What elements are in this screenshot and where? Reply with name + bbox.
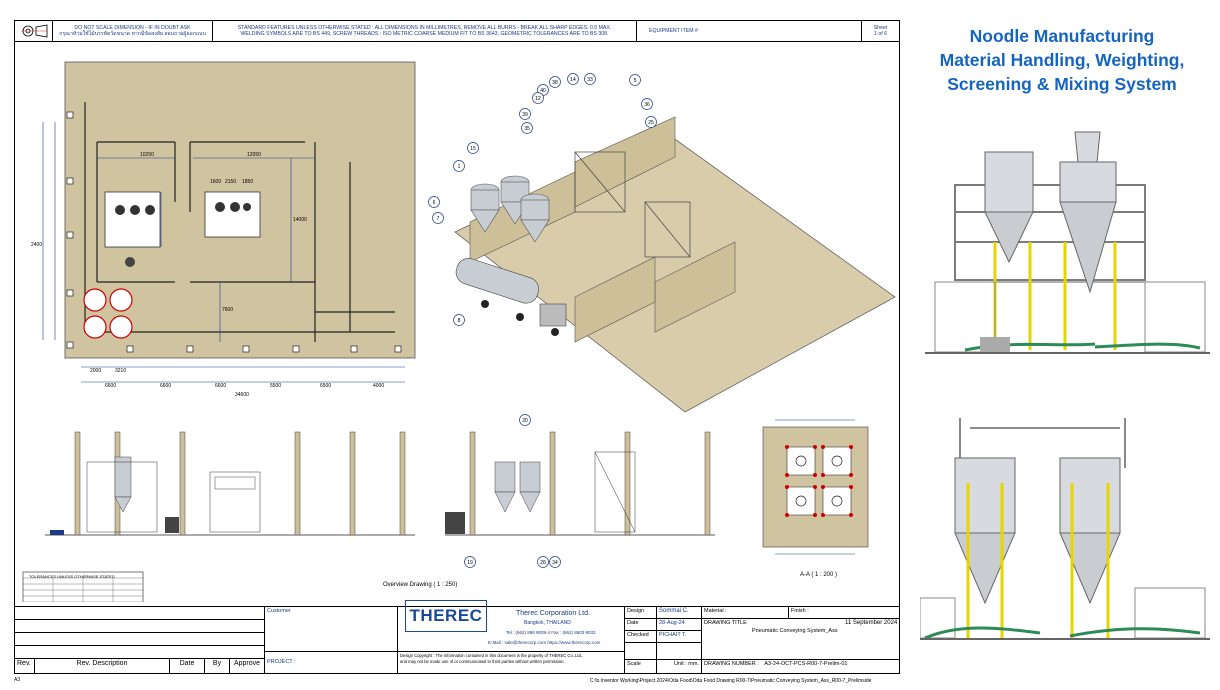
checked-label: Checked [625,631,657,643]
rev-date-col: Date [170,659,205,674]
third-angle-projection-icon [20,24,47,38]
balloon-15: 15 [470,146,476,152]
therec-logo: THEREC [405,600,487,632]
scale-note: DO NOT SCALE DIMENSION - IF IN DOUBT ASK… [53,21,213,41]
dim-6600-3: 6600 [215,383,227,389]
title-line-2: Material Handling, Weighting, [939,50,1185,70]
balloon-36: 36 [644,102,650,108]
balloon-5: 5 [634,78,637,84]
standard-line-1: STANDARD FEATURES UNLESS OTHERWISE STATE… [237,25,612,31]
material-label: Material : [702,607,789,619]
render-bottom [920,418,1210,640]
dim-2400: 2400 [31,242,43,248]
scale-label: Scale [625,660,657,674]
balloon-12: 12 [535,96,541,102]
balloon-1: 1 [458,164,461,170]
paper-size: A3 [14,677,21,683]
balloon-6: 6 [433,200,436,206]
sheet-number: Sheet 1 of 6 [873,25,888,37]
sheet-header: DO NOT SCALE DIMENSION - IF IN DOUBT ASK… [15,21,899,42]
standard-features-note: STANDARD FEATURES UNLESS OTHERWISE STATE… [213,21,637,41]
dim-2000: 2000 [90,368,102,374]
checked-value: PICHAIT T. [657,631,702,643]
balloon-7: 7 [437,216,440,222]
company-cell: Therec Corporation Ltd. Bangkok, THAILAN… [398,607,625,652]
drawing-number-value: A3-24-OCT-PCS-R00-7-Prelim-01 [764,661,848,667]
dim-1600b: 1600 [210,179,222,185]
render-top [925,131,1210,354]
rev-approve-col: Approve [230,659,265,674]
drawing-title-cell: DRAWING TITLE Pneumatic Conveying System… [702,619,899,660]
rev-desc-col: Rev. Description [35,659,170,674]
balloon-14: 14 [570,77,576,83]
tolerance-title: TOLERANCES UNLESS OTHERWISE STATED [29,574,115,579]
drawing-date: 11 September 2024 [845,620,898,626]
drawing-sheet: DO NOT SCALE DIMENSION - IF IN DOUBT ASK… [14,20,900,674]
balloon-39: 39 [522,112,528,118]
drawing-area: 1 15 6 7 8 40 12 38 14 33 5 36 39 35 25 [15,42,899,626]
balloon-20: 20 [522,418,528,424]
elevation-view-left [45,431,415,536]
balloon-28: 28 [540,560,546,566]
dim-34600: 34600 [235,392,249,398]
finish-label: Finish : [789,607,899,619]
isometric-view: 1 15 6 7 8 40 12 38 14 33 5 36 39 35 25 [428,73,896,413]
drawing-title-value: Pneumatic Conveying System_Ass [752,628,838,634]
dim-6500: 6500 [320,383,332,389]
overview-caption: Overview Drawing ( 1 : 250) [383,582,458,588]
drawing-number-cell: DRAWING NUMBER : A3-24-OCT-PCS-R00-7-Pre… [702,660,899,674]
dim-6600-2: 6600 [160,383,172,389]
title-line-3: Screening & Mixing System [947,74,1177,94]
balloon-8: 8 [458,318,461,324]
dim-3210: 3210 [115,368,127,374]
dim-4000: 4000 [373,383,385,389]
drawing-canvas: 1 15 6 7 8 40 12 38 14 33 5 36 39 35 25 [22,61,896,623]
dim-1850: 1850 [242,179,254,185]
scale-note-en: DO NOT SCALE DIMENSION - IF IN DOUBT ASK [74,25,191,31]
plan-view [42,61,416,383]
dim-6600-1: 6600 [105,383,117,389]
title-line-1: Noodle Manufacturing [969,26,1155,46]
title-block: Rev. Rev. Description Date By Approve Cu… [15,606,899,674]
balloon-35: 35 [524,126,530,132]
dim-7600: 7600 [222,307,234,313]
copyright-cell: Design Copyright : The information conta… [398,652,625,674]
file-path: C:\b.Inventor Working\Project 2024\Oda F… [590,678,872,684]
rev-by-col: By [205,659,230,674]
project-cell: PROJECT : [265,652,398,674]
right-panel-title: Noodle Manufacturing Material Handling, … [910,24,1214,96]
unit-label: Unit : mm. [657,660,702,674]
balloon-38: 38 [552,80,558,86]
tanker-truck [455,258,567,336]
date-label: Date [625,619,657,631]
dim-2150: 2150 [225,179,237,185]
projection-symbol [15,21,53,41]
dim-12050: 12050 [247,152,261,158]
equipment-item: EQUIPMENT ITEM # [637,21,862,41]
date-value: 28-Aug-24 [657,619,702,631]
scale-note-th: กรุณาห้ามใช้ไม้บรรทัดวัดขนาด หากมีข้อสงส… [59,31,206,37]
balloon-19: 19 [467,560,473,566]
balloon-40: 40 [540,88,546,94]
dim-14000: 14000 [293,217,307,223]
standard-line-2: WELDING SYMBOLS ARE TO BS 449, SCREW THR… [240,31,609,37]
design-value: Sommai C. [657,607,702,619]
design-label: Design [625,607,657,619]
balloon-34: 34 [552,560,558,566]
dim-10250: 10250 [140,152,154,158]
customer-cell: Customer [265,607,398,652]
balloon-25: 25 [648,120,654,126]
elevation-view-right: 20 19 28 34 [445,414,715,568]
section-aa [762,419,869,555]
balloon-33: 33 [587,77,593,83]
rev-col: Rev. [15,659,35,674]
dim-5500: 5500 [270,383,282,389]
section-caption: A-A ( 1 : 200 ) [800,572,838,578]
